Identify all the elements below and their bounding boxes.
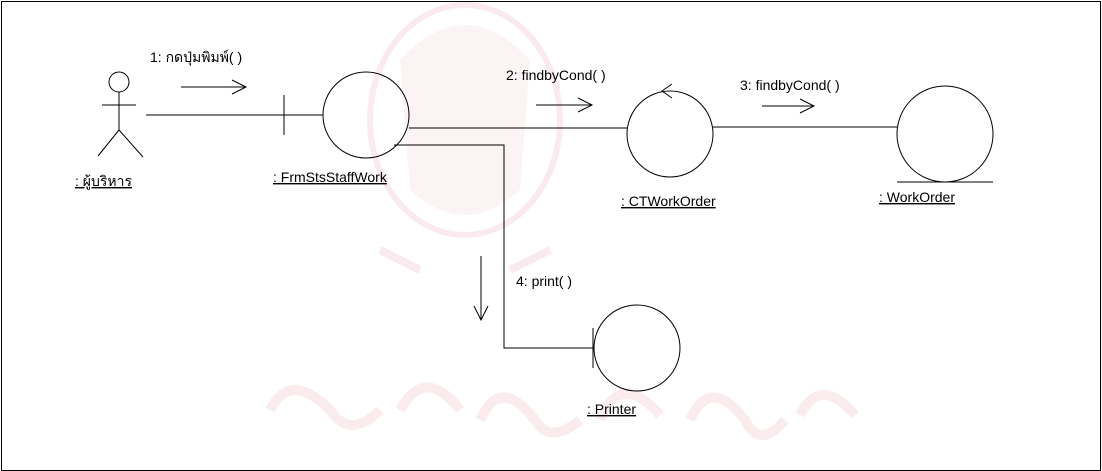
message-1-label: 1: กดปุ่มพิมพ์( ) — [150, 49, 242, 66]
boundary-form-label: : FrmStsStaffWork — [273, 169, 388, 185]
entity-icon — [896, 85, 994, 183]
watermark-text — [265, 382, 859, 440]
control-label: : CTWorkOrder — [621, 193, 716, 209]
watermark-emblem — [367, 2, 563, 274]
boundary-printer-icon — [592, 304, 681, 392]
control-icon — [626, 83, 714, 178]
message-4-arrow-icon — [473, 256, 489, 322]
actor-icon — [97, 71, 144, 158]
boundary-form-icon — [283, 71, 410, 159]
message-3-arrow-icon — [762, 98, 816, 114]
link-form-printer — [394, 144, 593, 349]
boundary-printer-label: : Printer — [587, 401, 636, 417]
actor-label: : ผู้บริหาร — [75, 173, 132, 190]
message-1-arrow-icon — [181, 79, 248, 95]
message-2-arrow-icon — [536, 97, 594, 113]
message-3-label: 3: findbyCond( ) — [740, 77, 840, 93]
message-2-label: 2: findbyCond( ) — [506, 67, 606, 83]
message-4-label: 4: print( ) — [516, 273, 572, 289]
entity-label: : WorkOrder — [879, 189, 955, 205]
